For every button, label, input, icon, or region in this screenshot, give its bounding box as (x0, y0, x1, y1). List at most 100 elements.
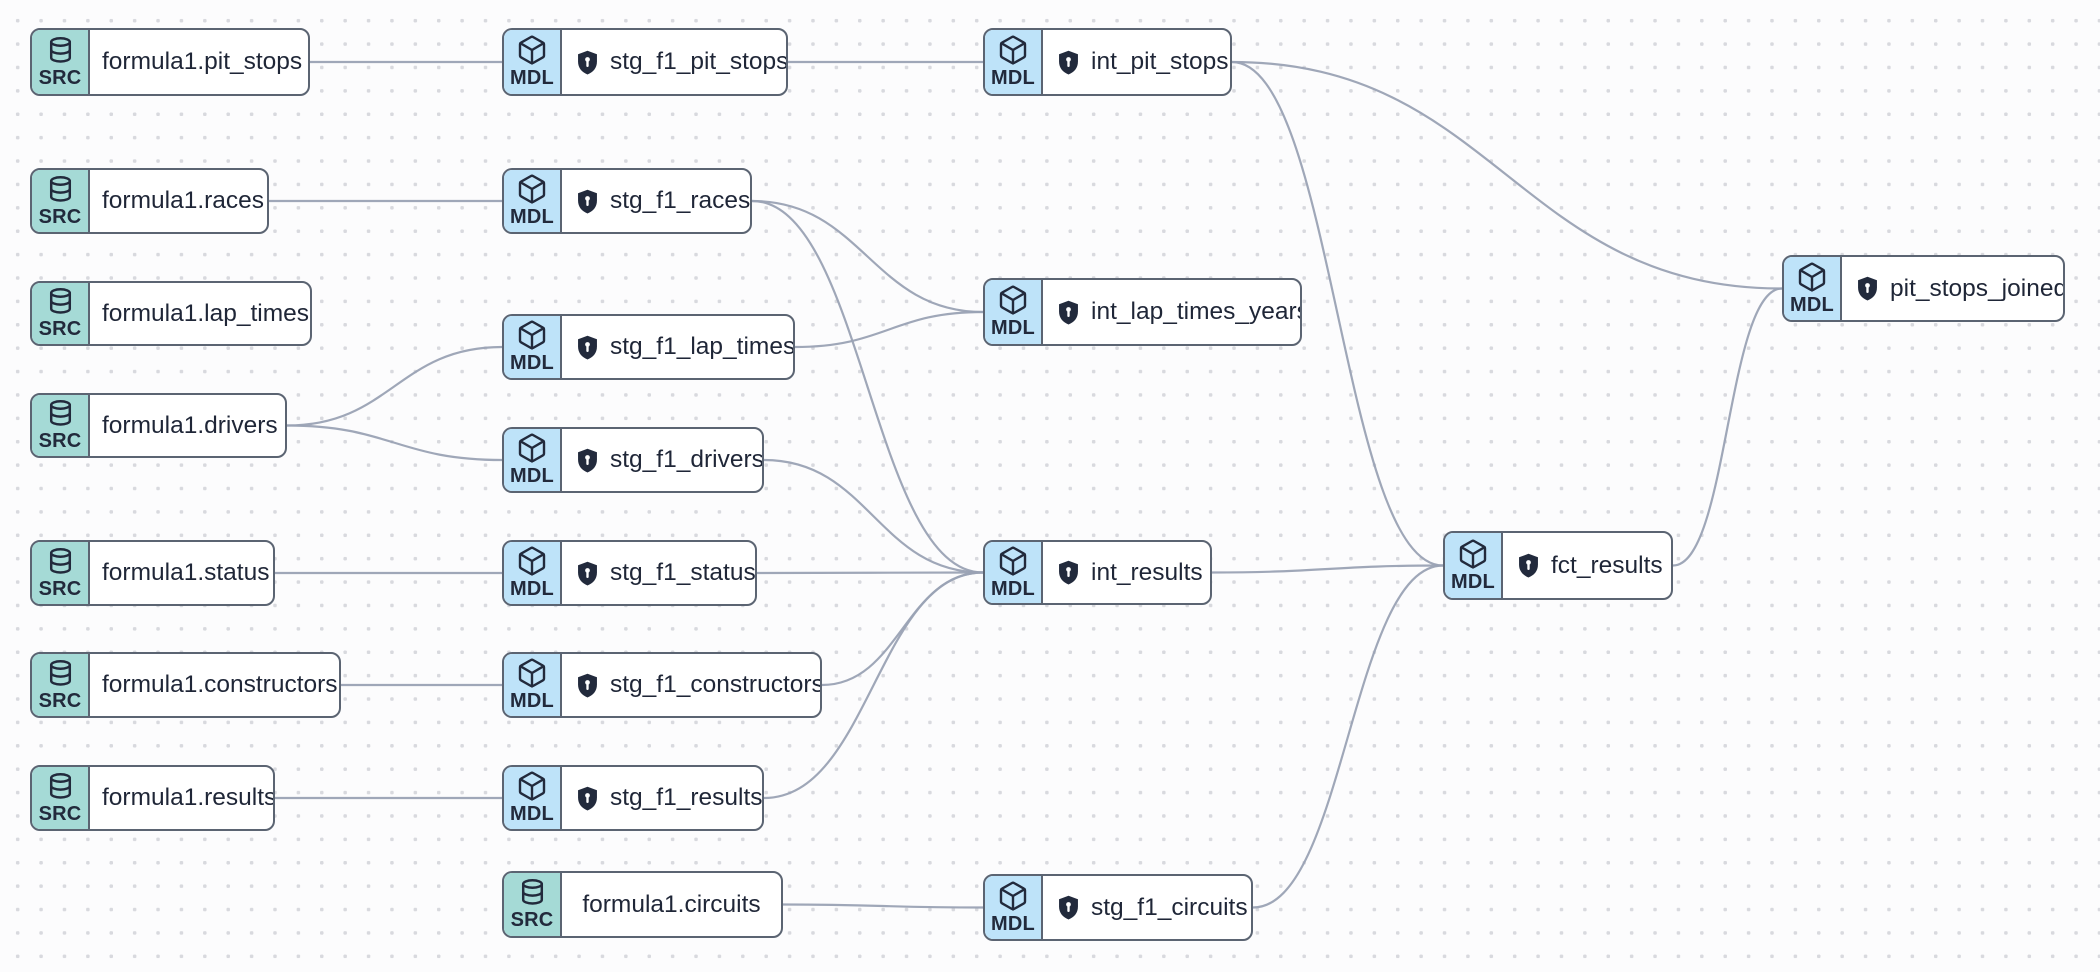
edge-src_drivers-to-stg_f1_lap_times (285, 345, 504, 427)
lineage-node-stg_f1_pit_stops[interactable]: MDL stg_f1_pit_stops (502, 28, 788, 96)
edge-int_results-to-fct_results (1210, 564, 1445, 574)
database-icon (517, 877, 548, 908)
cube-icon (516, 319, 548, 351)
node-label: fct_results (1551, 551, 1663, 579)
edge-stg_f1_circuits-to-fct_results (1251, 564, 1445, 909)
node-type-badge: MDL (504, 30, 562, 94)
database-icon (45, 286, 76, 317)
node-type-label: MDL (510, 67, 554, 89)
node-type-badge: SRC (32, 395, 90, 456)
lineage-node-src_status[interactable]: SRC formula1.status (30, 540, 275, 606)
node-body: formula1.status (90, 542, 273, 604)
node-type-badge: SRC (32, 283, 90, 344)
node-body: stg_f1_drivers (562, 429, 762, 491)
database-icon (45, 174, 76, 205)
lineage-node-stg_f1_drivers[interactable]: MDL stg_f1_drivers (502, 427, 764, 493)
node-type-badge: MDL (504, 316, 562, 378)
lineage-node-fct_results[interactable]: MDL fct_results (1443, 531, 1673, 600)
database-icon (45, 35, 76, 66)
lineage-node-int_pit_stops[interactable]: MDL int_pit_stops (983, 28, 1232, 96)
node-label: int_results (1091, 558, 1203, 586)
node-type-badge: SRC (32, 542, 90, 604)
node-label: formula1.pit_stops (102, 48, 303, 75)
node-type-badge: MDL (504, 429, 562, 491)
lineage-node-src_pit_stops[interactable]: SRC formula1.pit_stops (30, 28, 310, 96)
cube-icon (516, 770, 548, 802)
cube-icon (1457, 538, 1489, 570)
cube-icon (1796, 261, 1828, 293)
shield-icon (1515, 552, 1542, 579)
shield-icon (574, 188, 601, 215)
node-label: stg_f1_constructors (610, 671, 822, 698)
shield-icon (1854, 275, 1881, 302)
node-type-label: MDL (1451, 570, 1495, 593)
node-type-badge: MDL (504, 542, 562, 604)
database-icon (45, 771, 76, 802)
shield-icon (574, 447, 601, 474)
node-type-badge: MDL (1784, 257, 1842, 320)
node-body: formula1.drivers (90, 395, 285, 456)
node-type-badge: MDL (1445, 533, 1503, 598)
edge-int_pit_stops-to-pit_stops_joined (1230, 60, 1784, 290)
node-body: stg_f1_circuits (1043, 876, 1251, 939)
cube-icon (516, 545, 548, 577)
node-body: stg_f1_pit_stops (562, 30, 786, 94)
node-type-label: MDL (991, 577, 1035, 600)
lineage-node-pit_stops_joined[interactable]: MDL pit_stops_joined (1782, 255, 2065, 322)
lineage-node-stg_f1_races[interactable]: MDL stg_f1_races (502, 168, 752, 234)
shield-icon (1055, 49, 1082, 76)
node-body: stg_f1_status (562, 542, 756, 604)
node-body: stg_f1_results (562, 767, 762, 829)
lineage-node-stg_f1_status[interactable]: MDL stg_f1_status (502, 540, 757, 606)
shield-icon (574, 334, 601, 361)
lineage-node-src_drivers[interactable]: SRC formula1.drivers (30, 393, 287, 458)
node-type-label: SRC (38, 66, 82, 89)
node-type-label: MDL (510, 690, 554, 712)
node-type-badge: MDL (504, 767, 562, 829)
node-type-badge: MDL (504, 170, 562, 232)
node-label: stg_f1_races (610, 187, 751, 214)
node-body: formula1.lap_times (90, 283, 310, 344)
node-type-badge: MDL (504, 654, 562, 716)
node-label: int_lap_times_years (1091, 298, 1302, 325)
edge-fct_results-to-pit_stops_joined (1671, 287, 1784, 567)
lineage-node-stg_f1_results[interactable]: MDL stg_f1_results (502, 765, 764, 831)
node-type-label: SRC (510, 909, 554, 931)
lineage-node-stg_f1_constructors[interactable]: MDL stg_f1_constructors (502, 652, 822, 718)
node-label: formula1.drivers (102, 411, 278, 439)
node-type-label: MDL (510, 206, 554, 228)
node-type-label: SRC (38, 689, 82, 712)
cube-icon (516, 34, 548, 66)
node-type-label: MDL (510, 803, 554, 825)
node-label: formula1.lap_times (102, 299, 309, 327)
node-body: formula1.results (90, 767, 273, 829)
cube-icon (516, 657, 548, 689)
cube-icon (997, 880, 1029, 912)
edge-src_drivers-to-stg_f1_drivers (285, 424, 504, 462)
node-type-badge: MDL (985, 542, 1043, 603)
node-type-badge: SRC (32, 30, 90, 94)
node-label: int_pit_stops (1091, 48, 1229, 75)
node-body: stg_f1_races (562, 170, 751, 232)
node-label: stg_f1_status (610, 559, 756, 586)
lineage-node-src_lap_times[interactable]: SRC formula1.lap_times (30, 281, 312, 346)
node-type-label: MDL (991, 67, 1035, 89)
node-type-badge: SRC (32, 767, 90, 829)
lineage-node-int_results[interactable]: MDL int_results (983, 540, 1212, 605)
node-label: pit_stops_joined (1890, 274, 2065, 302)
node-type-label: SRC (38, 577, 82, 600)
cube-icon (997, 284, 1029, 316)
shield-icon (1055, 299, 1082, 326)
shield-icon (574, 672, 601, 699)
node-body: int_lap_times_years (1043, 280, 1302, 344)
node-type-label: MDL (510, 465, 554, 487)
